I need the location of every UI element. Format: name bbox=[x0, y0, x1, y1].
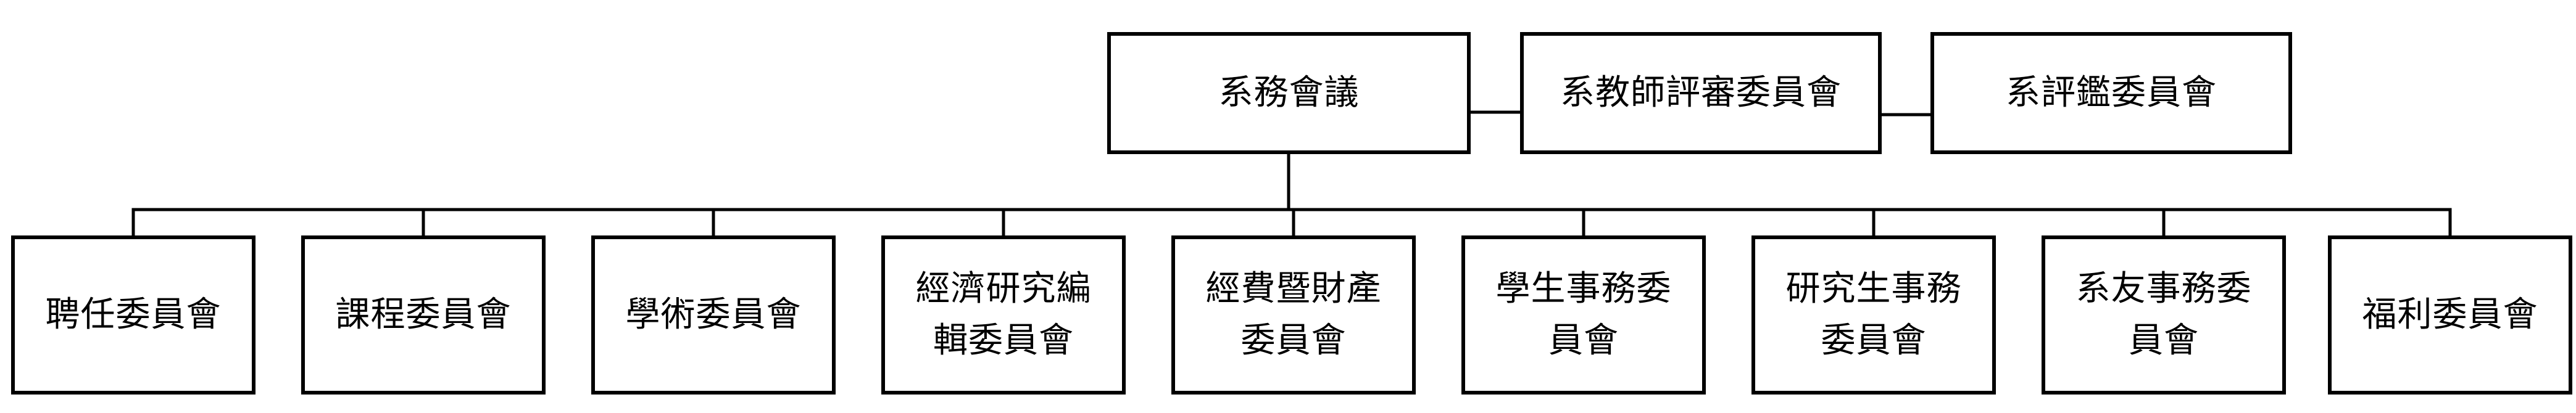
department-affairs-meeting-box: 系務會議 bbox=[1107, 32, 1471, 154]
committee-label-1: 聘任委員會 bbox=[45, 295, 222, 335]
committee-label-7: 研究生事務委員會 bbox=[1785, 269, 1962, 361]
committee-label-5: 經費暨財產委員會 bbox=[1205, 269, 1382, 361]
committee-label-2: 課程委員會 bbox=[335, 295, 512, 335]
committee-box-6: 學生事務委員會 bbox=[1461, 235, 1706, 395]
committee-box-8: 系友事務委員會 bbox=[2042, 235, 2286, 395]
faculty-review-committee-box: 系教師評審委員會 bbox=[1520, 32, 1882, 154]
committee-label-6: 學生事務委員會 bbox=[1495, 269, 1672, 361]
evaluation-committee-box: 系評鑑委員會 bbox=[1930, 32, 2292, 154]
committee-box-5: 經費暨財產委員會 bbox=[1171, 235, 1416, 395]
committee-label-8: 系友事務委員會 bbox=[2075, 269, 2252, 361]
committee-box-4: 經濟研究編輯委員會 bbox=[881, 235, 1126, 395]
faculty-review-committee-label: 系教師評審委員會 bbox=[1560, 73, 1842, 113]
committee-box-7: 研究生事務委員會 bbox=[1751, 235, 1996, 395]
evaluation-committee-label: 系評鑑委員會 bbox=[2006, 73, 2217, 113]
committee-label-4: 經濟研究編輯委員會 bbox=[915, 269, 1092, 361]
committee-label-9: 福利委員會 bbox=[2362, 295, 2538, 335]
committee-box-2: 課程委員會 bbox=[301, 235, 546, 395]
committee-box-1: 聘任委員會 bbox=[11, 235, 256, 395]
department-affairs-meeting-label: 系務會議 bbox=[1218, 73, 1360, 113]
committee-box-3: 學術委員會 bbox=[591, 235, 836, 395]
committee-box-9: 福利委員會 bbox=[2328, 235, 2572, 395]
committee-label-3: 學術委員會 bbox=[625, 295, 802, 335]
